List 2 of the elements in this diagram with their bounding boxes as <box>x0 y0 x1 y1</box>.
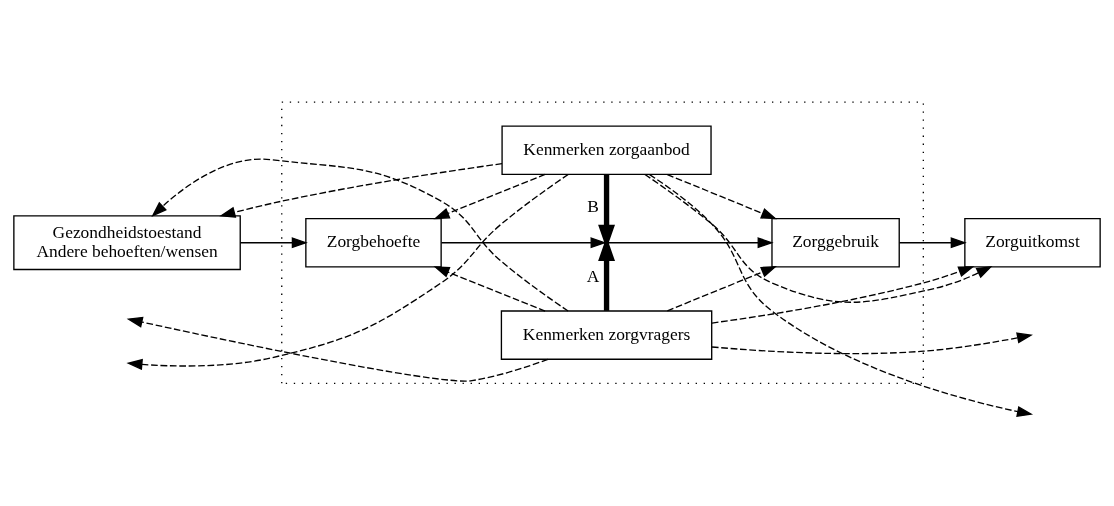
edge-label: B <box>587 196 599 217</box>
edge-label: A <box>586 266 600 287</box>
